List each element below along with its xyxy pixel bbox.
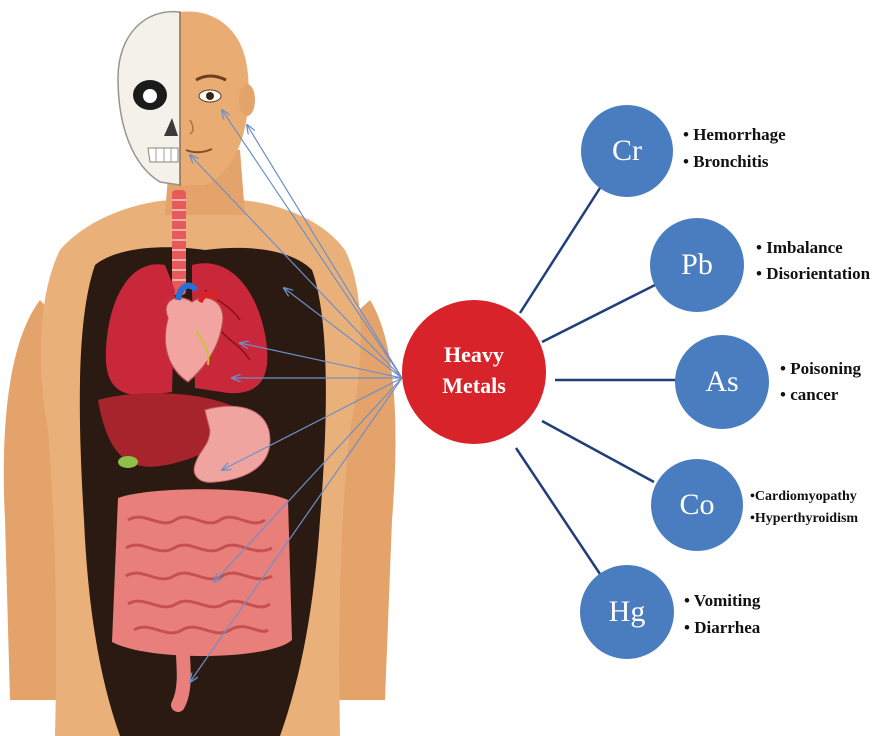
effect-as-1: • Poisoning — [780, 359, 862, 378]
connector-hg — [516, 448, 600, 574]
metal-node-as: As • Poisoning • cancer — [675, 335, 862, 429]
metal-symbol-cr: Cr — [612, 134, 642, 167]
heavy-metals-circle — [402, 300, 546, 444]
metal-node-hg: Hg • Vomiting • Diarrhea — [580, 565, 761, 659]
effect-cr-2: • Bronchitis — [683, 152, 769, 171]
connector-co — [542, 421, 654, 482]
heavy-metals-label-line1: Heavy — [444, 342, 504, 367]
heavy-metals-label-line2: Metals — [442, 373, 506, 398]
effect-hg-1: • Vomiting — [684, 591, 761, 610]
metal-node-cr: Cr • Hemorrhage • Bronchitis — [581, 105, 786, 197]
effect-as-2: • cancer — [780, 385, 839, 404]
effect-pb-1: • Imbalance — [756, 238, 843, 257]
metal-symbol-as: As — [705, 365, 738, 398]
metal-node-co: Co •Cardiomyopathy •Hyperthyroidism — [651, 459, 858, 551]
effect-hg-2: • Diarrhea — [684, 618, 761, 637]
metal-symbol-co: Co — [679, 488, 714, 521]
heavy-metals-node: Heavy Metals — [402, 300, 546, 444]
metal-node-pb: Pb • Imbalance • Disorientation — [650, 218, 871, 312]
effect-co-1: •Cardiomyopathy — [750, 489, 857, 504]
connector-pb — [542, 285, 655, 342]
human-body-illustration — [4, 12, 396, 736]
effect-cr-1: • Hemorrhage — [683, 125, 786, 144]
connector-cr — [520, 188, 600, 313]
metal-symbol-pb: Pb — [681, 248, 713, 281]
effect-pb-2: • Disorientation — [756, 264, 871, 283]
metal-symbol-hg: Hg — [609, 595, 646, 628]
effect-co-2: •Hyperthyroidism — [750, 511, 858, 526]
